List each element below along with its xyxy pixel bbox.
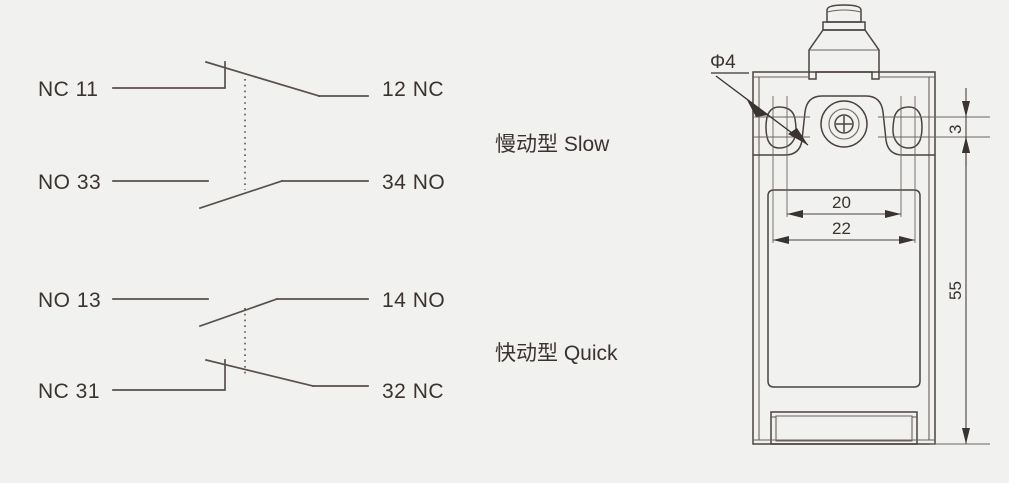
mounting-slot-right <box>878 96 990 243</box>
screw-head-inner <box>828 108 860 140</box>
dim22-arrow-left <box>773 236 789 244</box>
contact-row-nc-11 <box>112 60 369 98</box>
contact-row-nc-31 <box>112 358 369 391</box>
dimension-20: 20 <box>787 193 901 218</box>
slot-left-outline <box>765 106 797 149</box>
slot-right-outline <box>892 106 923 149</box>
contact-row-no-33 <box>112 179 369 210</box>
contact-blade-no-13 <box>198 297 279 328</box>
plunger-assembly <box>808 4 880 73</box>
cable-block-outline <box>770 411 918 445</box>
terminal-label-14-no: 14 NO <box>382 289 445 312</box>
center-screw <box>820 100 868 148</box>
type-label-quick: 快动型 Quick <box>495 342 618 365</box>
plunger-boot <box>808 29 880 73</box>
contact-diagram-quick: NO 13 14 NO NC 31 32 NC 快动型 Quick <box>38 289 618 403</box>
wire-left-nc-11 <box>112 61 226 89</box>
plunger-collar <box>822 21 866 31</box>
switch-mechanical-drawing: Φ4 20 22 3 <box>710 4 990 445</box>
dimension-label-55: 55 <box>946 281 965 300</box>
terminal-label-12-nc: 12 NC <box>382 78 444 101</box>
dimension-label-20: 20 <box>832 193 851 212</box>
dimension-label-hole-diameter: Φ4 <box>710 52 736 73</box>
terminal-label-no-33: NO 33 <box>38 171 101 194</box>
dim20-arrow-left <box>787 210 803 218</box>
body-front-panel <box>767 189 921 388</box>
terminal-label-nc-11: NC 11 <box>38 78 98 101</box>
terminal-label-34-no: 34 NO <box>382 171 445 194</box>
contact-blade-no-33 <box>198 179 284 210</box>
dim3-arrow-top <box>962 101 970 117</box>
contact-blade-nc-11 <box>204 60 321 98</box>
cable-entry-block <box>770 411 918 445</box>
phi4-arrow-head-end <box>788 128 808 145</box>
terminal-label-no-13: NO 13 <box>38 289 101 312</box>
type-label-slow: 慢动型 Slow <box>495 133 610 156</box>
mounting-flange-pocket <box>753 95 935 156</box>
dimension-label-3: 3 <box>946 125 965 134</box>
plunger-cap-seam <box>826 9 862 13</box>
plunger-cap <box>826 4 862 23</box>
switch-body <box>752 71 936 445</box>
terminal-label-32-nc: 32 NC <box>382 380 444 403</box>
screw-head-outer <box>820 100 868 148</box>
contact-blade-nc-31 <box>204 358 315 388</box>
dimension-22: 22 <box>773 219 915 244</box>
phi4-arrow-head-start <box>746 98 768 117</box>
dim20-arrow-right <box>885 210 901 218</box>
dimension-hole-diameter: Φ4 <box>710 52 809 146</box>
contact-row-no-13 <box>112 297 369 328</box>
dim55-arrow-bottom <box>962 428 970 444</box>
contact-diagram-slow: NC 11 12 NC NO 33 34 NO 慢动型 Slow <box>38 60 610 210</box>
phillips-cross-icon <box>836 116 852 132</box>
cable-block-inner <box>775 415 913 442</box>
screw-recess <box>834 114 854 134</box>
dim55-arrow-top <box>962 137 970 153</box>
dimension-55: 55 <box>930 137 990 445</box>
dimension-label-22: 22 <box>832 219 851 238</box>
mounting-slot-left <box>752 96 810 243</box>
dim22-arrow-right <box>899 236 915 244</box>
terminal-label-nc-31: NC 31 <box>38 380 100 403</box>
wire-left-nc-31 <box>112 359 226 391</box>
